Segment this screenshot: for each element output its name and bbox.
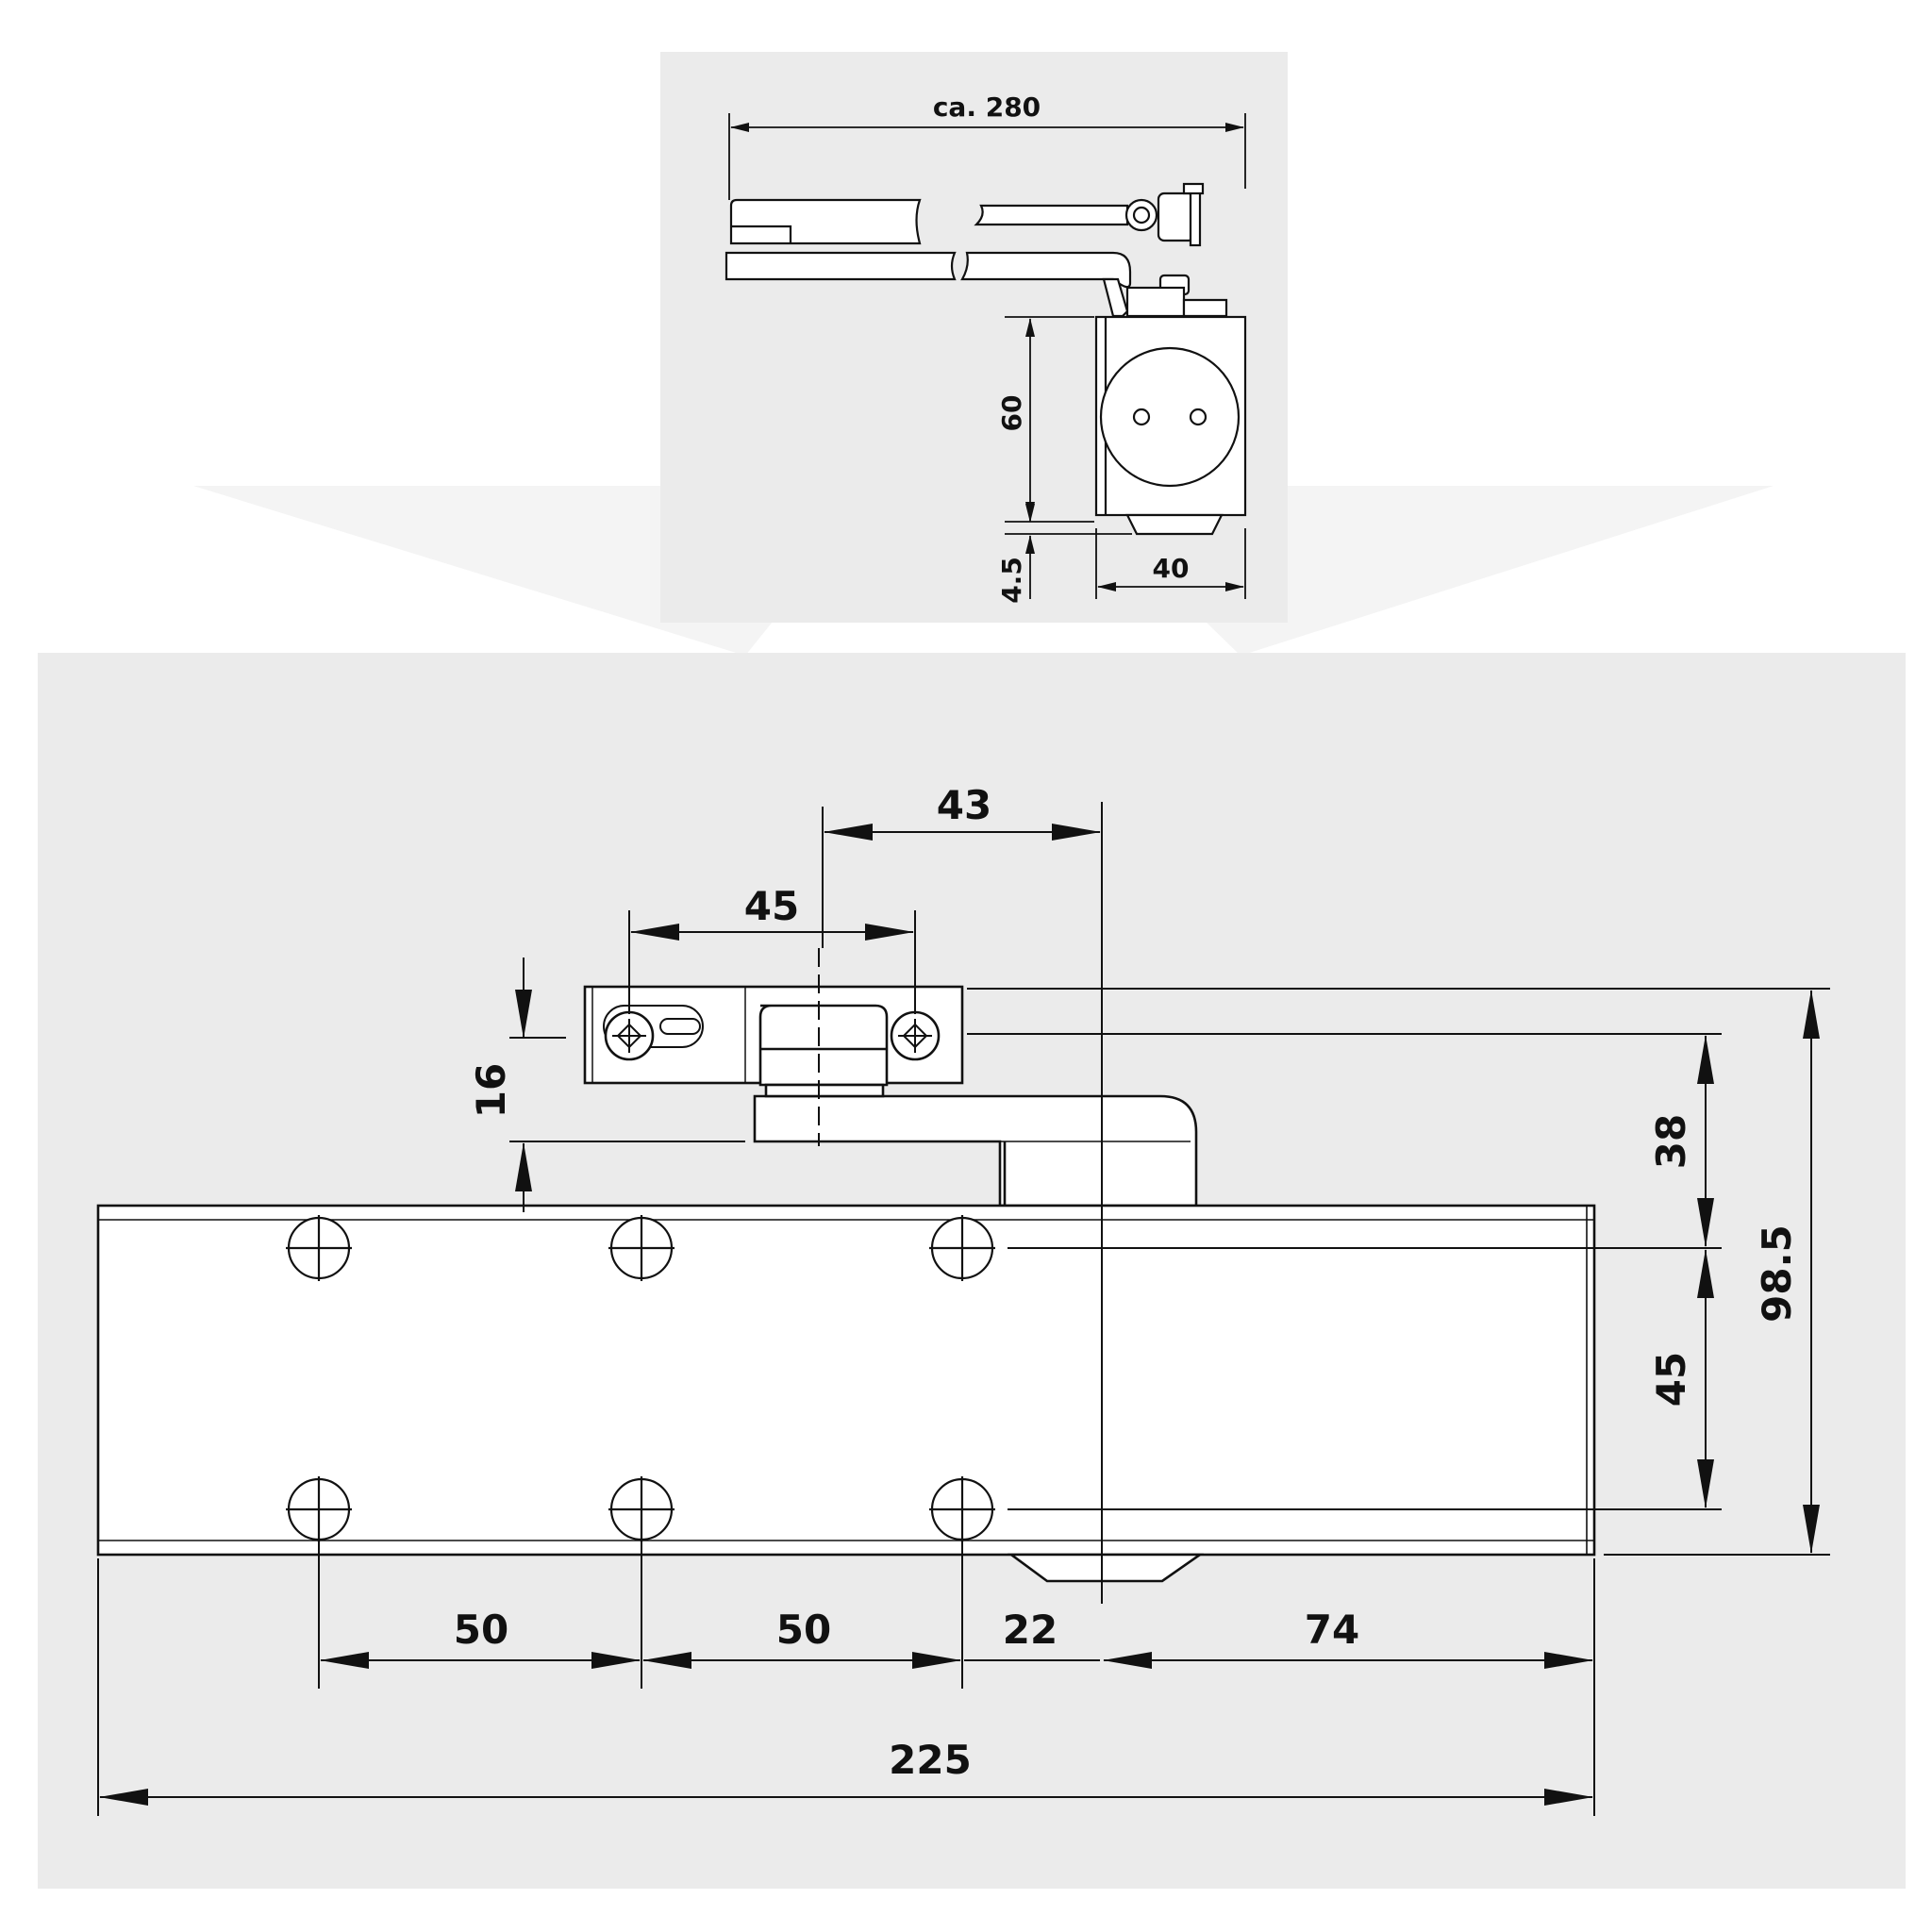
side-view-drawing [724,182,1247,536]
dim-hole-spacing-2: 50 [776,1607,831,1653]
dim-arm-height: 16 [468,1063,514,1118]
dim-axis-offset: 43 [937,782,991,828]
mounting-holes [286,1215,995,1542]
dim-overall-length: 225 [889,1737,972,1783]
dim-hole-to-axis: 22 [1003,1607,1058,1653]
dim-depth: 40 [1153,553,1190,584]
dim-hole-to-bracket-top: 38 [1648,1114,1694,1169]
dim-width-overall: ca. 280 [933,92,1041,123]
dim-overall-height: 98.5 [1754,1224,1800,1323]
dim-base-offset: 4.5 [996,557,1027,604]
dim-hole-spacing-1: 50 [454,1607,508,1653]
dim-hole-row-spacing: 45 [1648,1352,1694,1407]
side-view-dimensions [728,113,1246,599]
dim-axis-to-end: 74 [1305,1607,1359,1653]
front-view-dimensions [97,802,1830,1816]
front-view-drawing [96,985,1596,1583]
dim-body-height: 60 [996,395,1027,432]
dim-bracket-hole-spacing: 45 [744,883,799,929]
